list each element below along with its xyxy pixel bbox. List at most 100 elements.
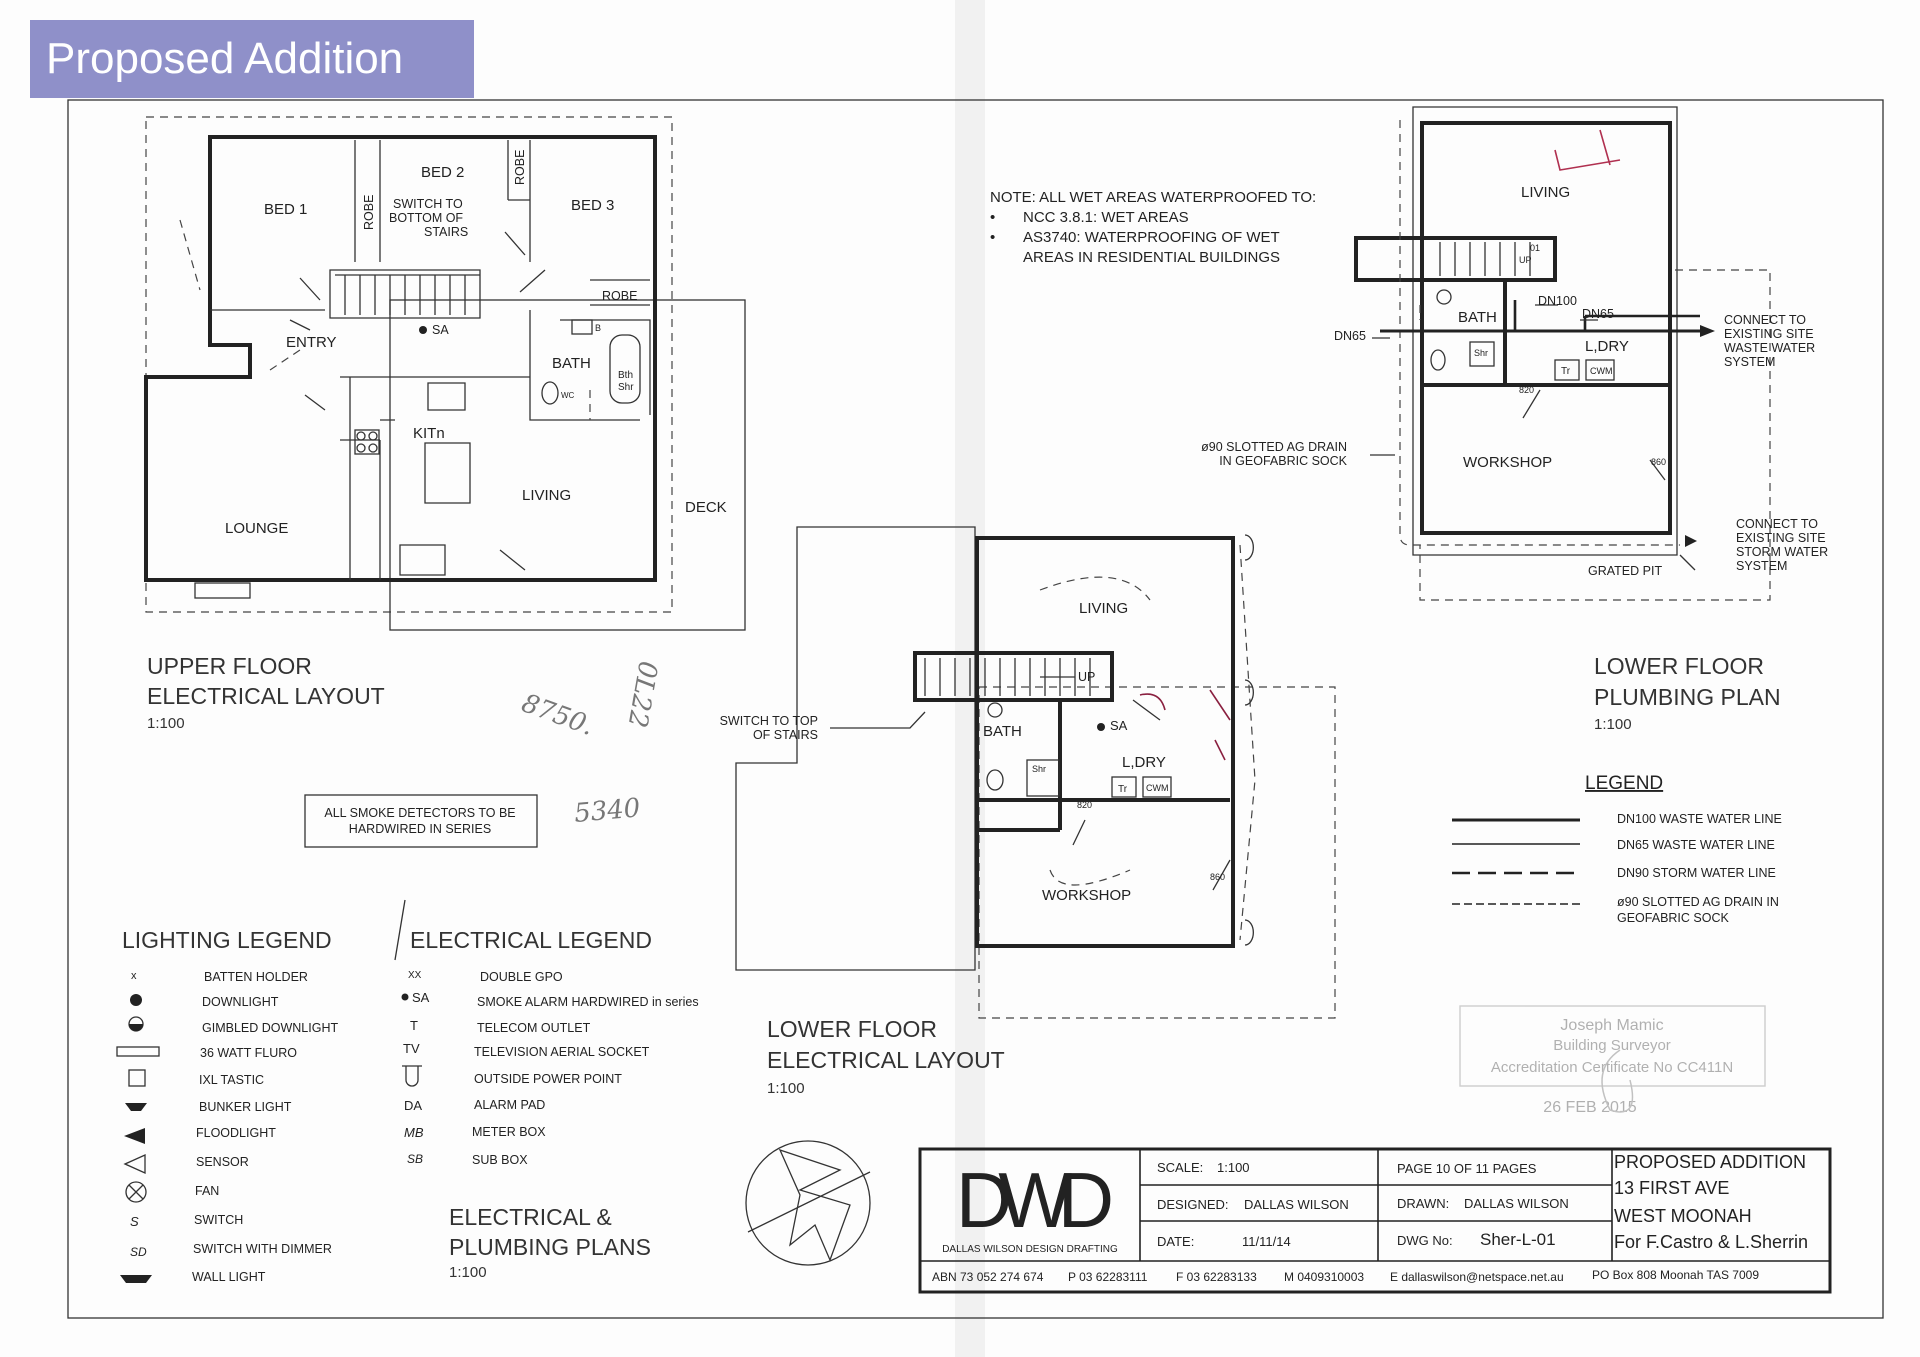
- wc-label: WC: [561, 391, 575, 400]
- stamp-line2: Building Surveyor: [1553, 1037, 1671, 1054]
- switch-note-line1: SWITCH TO: [393, 197, 463, 211]
- note-line2: NCC 3.8.1: WET AREAS: [1023, 209, 1189, 226]
- stamp-line3: Accreditation Certificate No CC411N: [1491, 1059, 1733, 1076]
- plumb-basin-icon: [1436, 289, 1452, 305]
- proposed-addition-banner: Proposed Addition: [30, 20, 474, 98]
- switch-note-line2: BOTTOM OF: [389, 211, 463, 225]
- electrical-legend-title: ELECTRICAL LEGEND: [410, 927, 652, 953]
- waste-connect-line2: EXISTING SITE: [1724, 327, 1814, 341]
- living-label: LIVING: [522, 487, 571, 504]
- lower-wc-icon: [986, 769, 1004, 791]
- sheet-title-line2: PLUMBING PLANS: [449, 1234, 651, 1260]
- lower-switch-note-line2: OF STAIRS: [753, 728, 818, 742]
- lower-elec-scale: 1:100: [767, 1080, 805, 1097]
- lower-elec-stair-walls: [913, 651, 1114, 702]
- lighting-item-floodlight: FLOODLIGHT: [196, 1126, 276, 1140]
- stamp-line1: Joseph Mamic: [1560, 1017, 1663, 1034]
- upper-wiring: [179, 219, 591, 420]
- lower-plumb-01: 01: [1530, 243, 1540, 253]
- storm-water-line: [1399, 120, 1680, 546]
- storm-connect-line1: CONNECT TO: [1736, 517, 1818, 531]
- designed-value: DALLAS WILSON: [1244, 1197, 1349, 1212]
- waste-connect-line3: WASTE WATER: [1724, 341, 1815, 355]
- lighting-item-fan: FAN: [195, 1184, 219, 1198]
- legend-pen-mark: [394, 899, 406, 961]
- batten-holder-icon: x: [131, 970, 137, 982]
- lower-elec-title-line1: LOWER FLOOR: [767, 1016, 937, 1042]
- wall-light-icon: [120, 1275, 152, 1283]
- mobile: M 0409310003: [1284, 1270, 1364, 1284]
- lower-plumb-bath: BATH: [1458, 309, 1497, 326]
- lower-plumb-laundry: L,DRY: [1585, 338, 1629, 355]
- double-gpo-icon: XX: [408, 970, 422, 981]
- lower-elec-outline: [735, 526, 976, 971]
- bath-shower-line2: Shr: [618, 382, 634, 393]
- plumb-legend-title: LEGEND: [1585, 773, 1663, 794]
- wc-icon: [541, 381, 559, 405]
- project-line4: For F.Castro & L.Sherrin: [1614, 1232, 1808, 1252]
- door-swings: [289, 231, 546, 571]
- designed-label: DESIGNED:: [1157, 1197, 1229, 1212]
- elec-item-tv: TELEVISION AERIAL SOCKET: [474, 1045, 650, 1059]
- lower-plumb-tr: Tr: [1561, 366, 1571, 377]
- elec-item-alarm-pad: ALARM PAD: [474, 1098, 545, 1112]
- ag-drain-line: [1419, 269, 1771, 601]
- fax: F 03 62283133: [1176, 1270, 1257, 1284]
- switch-dimmer-icon: SD: [130, 1245, 147, 1259]
- lower-plumb-walls: [1420, 121, 1672, 535]
- date-label: DATE:: [1157, 1234, 1194, 1249]
- plumb-legend-agdrain-line1: ø90 SLOTTED AG DRAIN IN: [1617, 895, 1779, 909]
- lower-plumb-workshop: WORKSHOP: [1463, 454, 1552, 471]
- project-line2: 13 FIRST AVE: [1614, 1178, 1729, 1198]
- plumb-legend-dn100: DN100 WASTE WATER LINE: [1617, 812, 1782, 826]
- upper-outline-dashed: [145, 116, 673, 613]
- project-line3: WEST MOONAH: [1614, 1206, 1752, 1226]
- dwd-logo: DWD: [956, 1156, 1111, 1244]
- plumb-legend-dn90: DN90 STORM WATER LINE: [1617, 866, 1776, 880]
- fluro-icon: [116, 1046, 160, 1057]
- lighting-item-downlight: DOWNLIGHT: [202, 995, 279, 1009]
- dn100-waste-line: [1513, 300, 1700, 331]
- page-value: PAGE 10 OF 11 PAGES: [1397, 1161, 1537, 1176]
- plumb-tr-box: [1554, 359, 1580, 381]
- lower-elec-door-swings: [1072, 699, 1231, 891]
- bed3-label: BED 3: [571, 197, 614, 214]
- scale-label: SCALE:: [1157, 1160, 1203, 1175]
- bed2-label: BED 2: [421, 164, 464, 181]
- ixl-tastic-icon: [128, 1069, 146, 1087]
- ag-drain-label-line2: IN GEOFABRIC SOCK: [1219, 454, 1347, 468]
- floodlight-icon: [124, 1128, 145, 1144]
- lighting-item-wall-light: WALL LIGHT: [192, 1270, 266, 1284]
- switch-note-line3: STAIRS: [424, 225, 468, 239]
- dwd-logo-caption: DALLAS WILSON DESIGN DRAFTING: [942, 1244, 1118, 1255]
- lower-plumb-up: UP: [1519, 255, 1532, 265]
- lower-elec-stairs: [924, 658, 1091, 696]
- lounge-label: LOUNGE: [225, 520, 288, 537]
- sheet-title-scale: 1:100: [449, 1264, 487, 1281]
- ag-drain-label-line1: ø90 SLOTTED AG DRAIN: [1201, 440, 1347, 454]
- lower-elec-cwm: CWM: [1146, 783, 1169, 793]
- grated-pit-leader: [1679, 554, 1696, 571]
- elec-item-sub-box: SUB BOX: [472, 1153, 528, 1167]
- po-box: PO Box 808 Moonah TAS 7009: [1592, 1268, 1759, 1282]
- handwritten-8750: 8750.: [518, 688, 598, 742]
- note-line4: AREAS IN RESIDENTIAL BUILDINGS: [1023, 249, 1280, 266]
- lighting-item-gimbled: GIMBLED DOWNLIGHT: [202, 1021, 338, 1035]
- lower-plumb-scale: 1:100: [1594, 716, 1632, 733]
- north-arrow-icon: [745, 1140, 871, 1266]
- lighting-item-bunker: BUNKER LIGHT: [199, 1100, 292, 1114]
- elec-item-meter-box: METER BOX: [472, 1125, 546, 1139]
- lower-elec-dim-820: 820: [1077, 800, 1092, 810]
- lower-elec-up: UP: [1078, 670, 1095, 684]
- lower-plumb-stair-walls: [1354, 236, 1557, 282]
- lower-elec-laundry: L,DRY: [1122, 754, 1166, 771]
- lower-elec-shr: Shr: [1032, 764, 1046, 774]
- lower-switch-note-line1: SWITCH TO TOP: [720, 714, 818, 728]
- lower-elec-tr: Tr: [1118, 784, 1128, 795]
- smoke-note-line1: ALL SMOKE DETECTORS TO BE: [324, 806, 515, 820]
- waste-connect-line4: SYSTEM: [1724, 355, 1775, 369]
- meter-box-icon: MB: [404, 1125, 424, 1140]
- upper-title-line1: UPPER FLOOR: [147, 653, 312, 679]
- entry-label: ENTRY: [286, 334, 337, 351]
